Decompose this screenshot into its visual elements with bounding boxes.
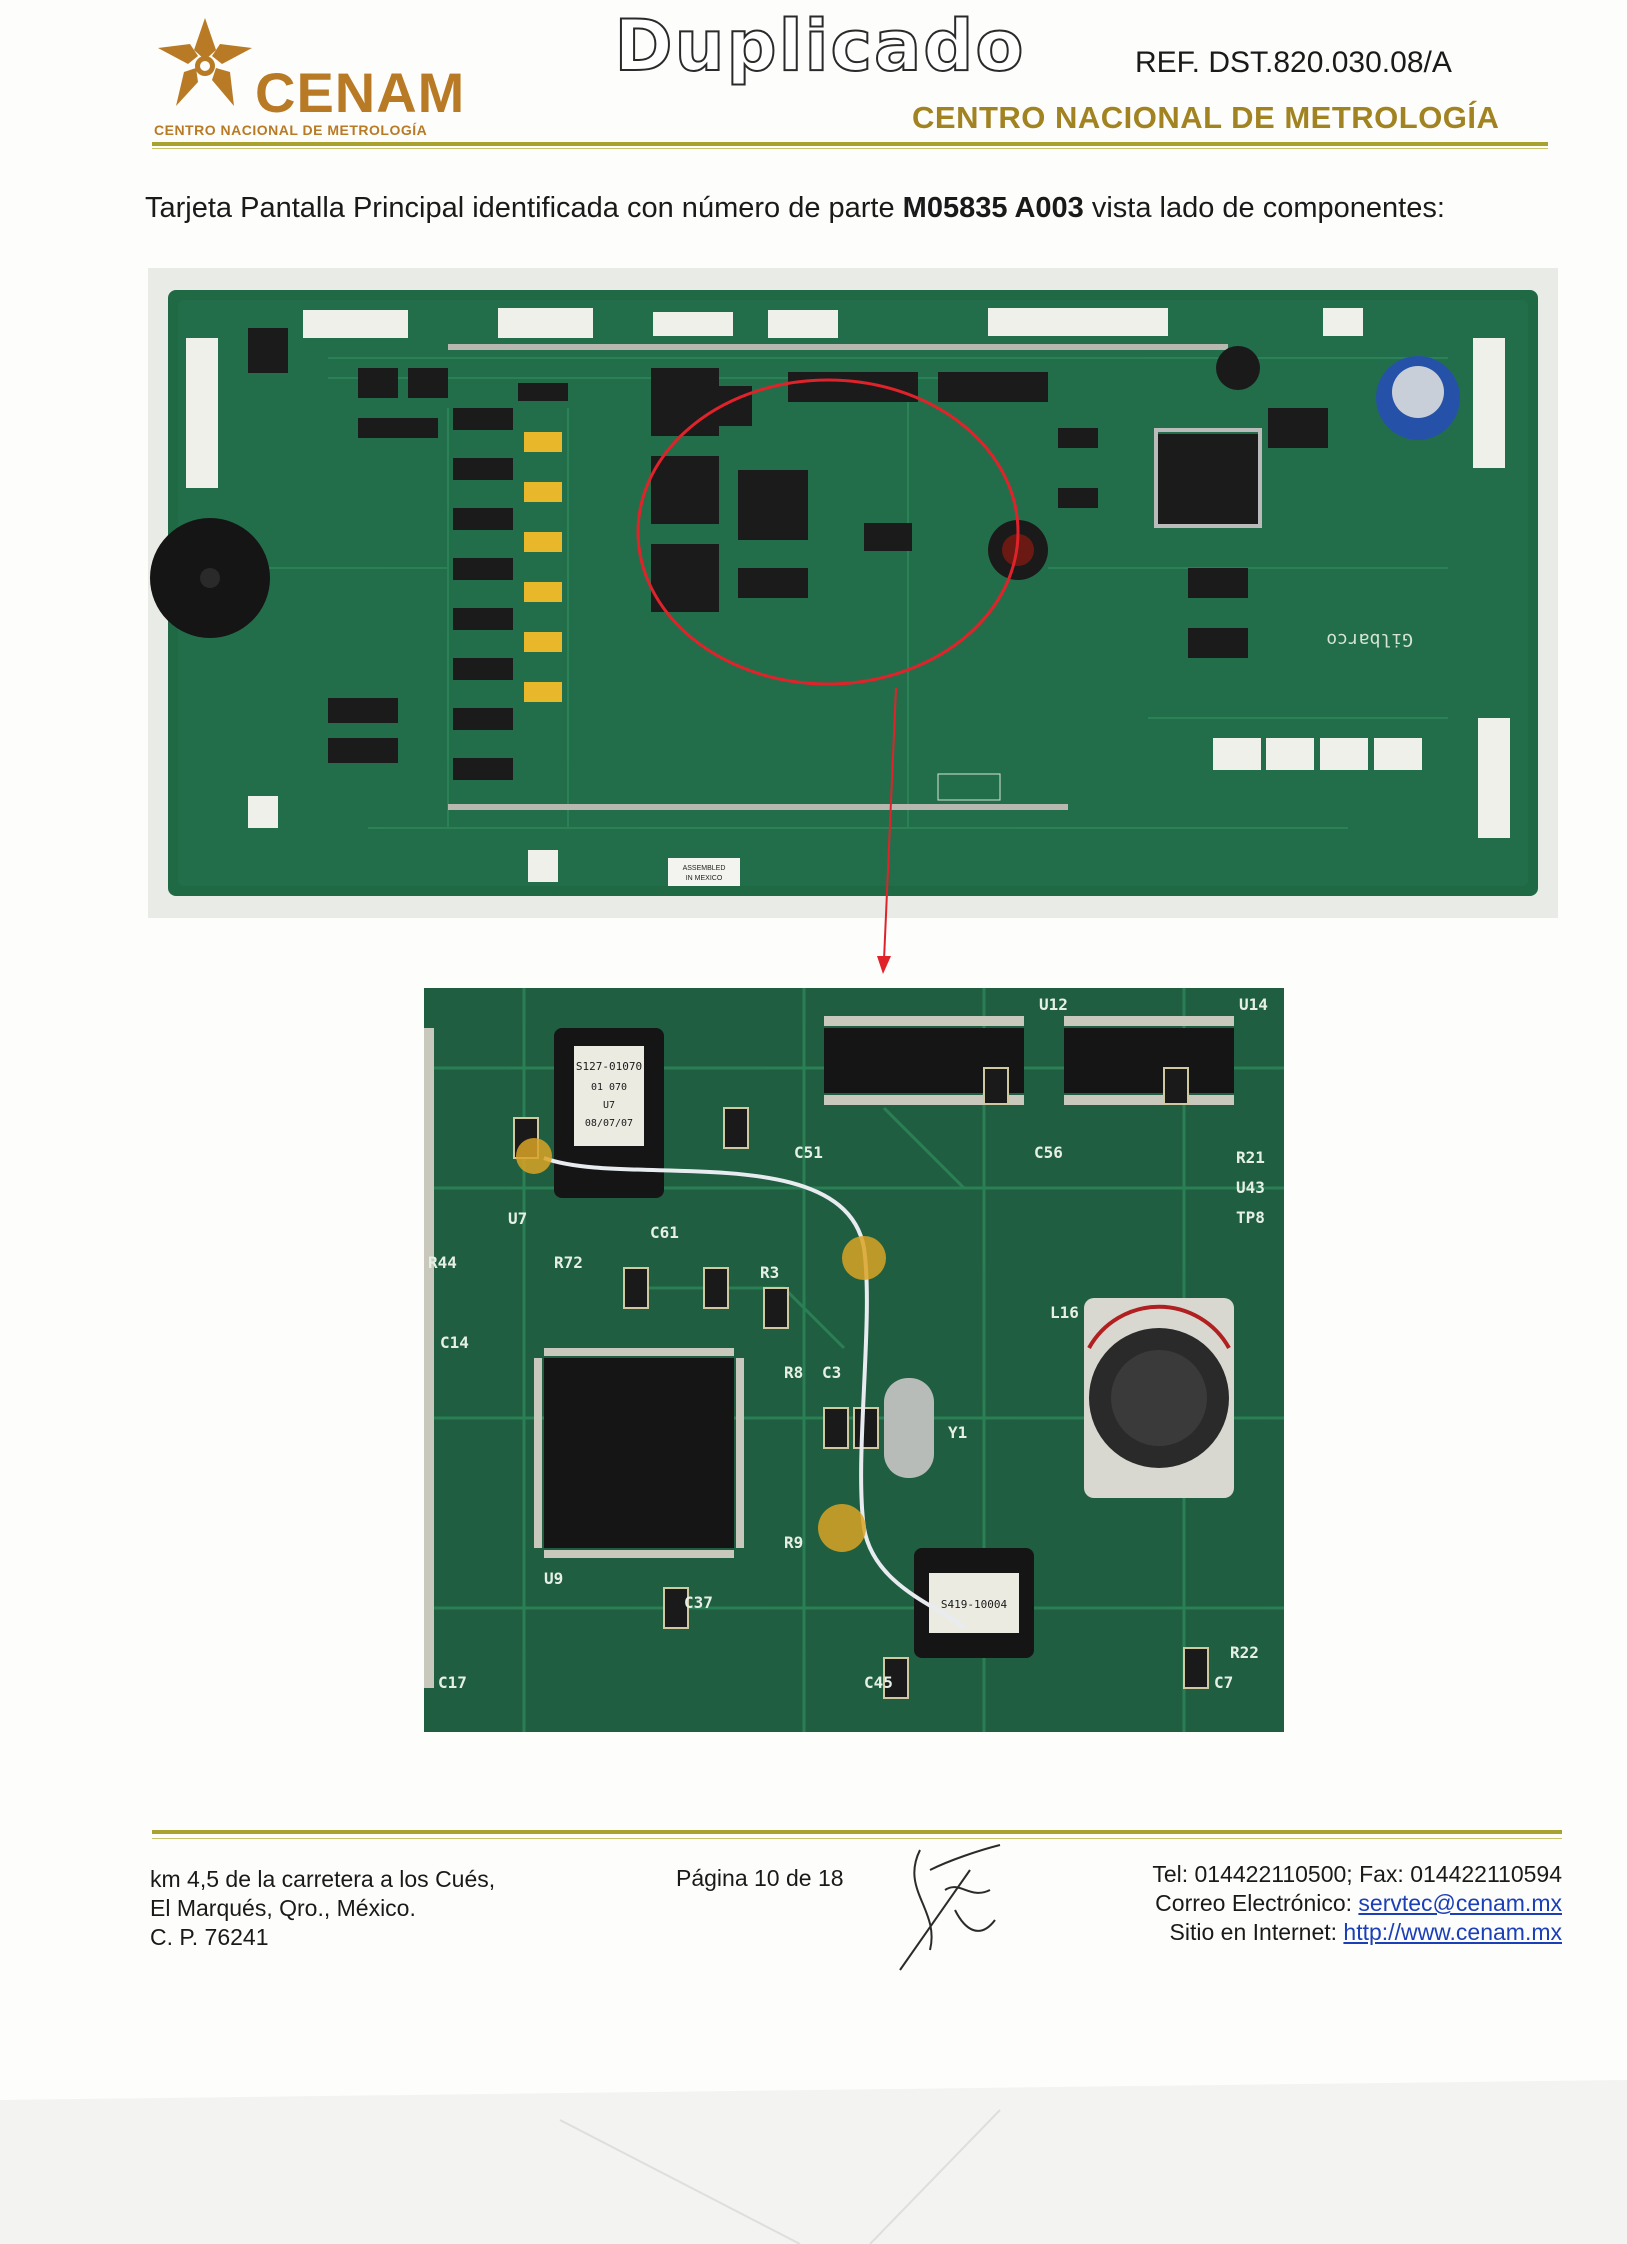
ref-label: C37 <box>684 1593 713 1612</box>
ref-label: R8 <box>784 1363 803 1382</box>
footer-rule <box>152 1830 1562 1834</box>
header-rule <box>152 142 1548 146</box>
svg-text:ASSEMBLED: ASSEMBLED <box>683 865 726 872</box>
contact-phone: Tel: 014422110500; Fax: 014422110594 <box>1152 1861 1562 1887</box>
ref-label: Y1 <box>948 1423 967 1442</box>
ref-label: R72 <box>554 1253 583 1272</box>
paper-fold <box>0 2080 1627 2244</box>
organization-name: CENTRO NACIONAL DE METROLOGÍA <box>912 100 1500 135</box>
ref-label: R9 <box>784 1533 803 1552</box>
footer-rule-thin <box>152 1838 1562 1839</box>
pcb-illustration: ASSEMBLED IN MEXICO Gilbarco <box>148 268 1558 918</box>
chip-label-bottom: S419-10004 <box>941 1598 1008 1611</box>
ref-label: R21 <box>1236 1148 1265 1167</box>
email-link[interactable]: servtec@cenam.mx <box>1358 1890 1562 1916</box>
footer-contact: Tel: 014422110500; Fax: 014422110594 Cor… <box>1040 1860 1562 1947</box>
chip-label-top-3: U7 <box>603 1100 615 1111</box>
chip-label-top-2: 01 070 <box>591 1082 627 1093</box>
address-line: C. P. 76241 <box>150 1924 269 1950</box>
svg-text:IN MEXICO: IN MEXICO <box>686 875 723 882</box>
figure-caption: Tarjeta Pantalla Principal identificada … <box>145 192 1445 225</box>
ref-label: TP8 <box>1236 1208 1265 1227</box>
chip-label-top-4: 08/07/07 <box>585 1118 633 1129</box>
cenam-flower-icon <box>158 18 252 106</box>
ref-label: U12 <box>1039 995 1068 1014</box>
web-link[interactable]: http://www.cenam.mx <box>1343 1919 1562 1945</box>
part-number: M05835 A003 <box>902 192 1084 224</box>
chip-label-top: S127-01070 <box>576 1060 642 1073</box>
email-label: Correo Electrónico: <box>1155 1890 1359 1916</box>
footer-address: km 4,5 de la carretera a los Cués, El Ma… <box>150 1865 495 1952</box>
ref-label: U14 <box>1239 995 1268 1014</box>
logo-wordmark: CENAM <box>255 61 466 124</box>
ref-label: U9 <box>544 1569 563 1588</box>
header-rule-thin <box>152 148 1548 149</box>
zoom-photo: S127-01070 01 070 U7 08/07/07 S419-10004 <box>424 988 1284 1732</box>
contact-web-row: Sitio en Internet: http://www.cenam.mx <box>1040 1918 1562 1947</box>
ref-label: C51 <box>794 1143 823 1162</box>
ref-label: C45 <box>864 1673 893 1692</box>
ref-label: C7 <box>1214 1673 1233 1692</box>
duplicado-stamp: Duplicado <box>614 5 1026 87</box>
contact-email-row: Correo Electrónico: servtec@cenam.mx <box>1040 1889 1562 1918</box>
address-line: km 4,5 de la carretera a los Cués, <box>150 1866 496 1892</box>
web-label: Sitio en Internet: <box>1169 1919 1344 1945</box>
caption-prefix: Tarjeta Pantalla Principal identificada … <box>145 192 903 224</box>
logo-subtitle: CENTRO NACIONAL DE METROLOGÍA <box>154 122 428 138</box>
ref-label: C61 <box>650 1223 679 1242</box>
svg-text:Gilbarco: Gilbarco <box>1326 629 1413 650</box>
board-photo: ASSEMBLED IN MEXICO Gilbarco <box>148 268 1558 918</box>
page-number: Página 10 de 18 <box>676 1865 844 1891</box>
pcb-zoom-illustration: S127-01070 01 070 U7 08/07/07 S419-10004 <box>424 988 1284 1732</box>
ref-label: U7 <box>508 1209 527 1228</box>
ref-label: L16 <box>1050 1303 1079 1322</box>
caption-suffix: vista lado de componentes: <box>1083 192 1445 224</box>
cenam-logo: CENAM CENTRO NACIONAL DE METROLOGÍA <box>150 10 490 140</box>
ref-label: C56 <box>1034 1143 1063 1162</box>
address-line: El Marqués, Qro., México. <box>150 1895 416 1921</box>
ref-label: C3 <box>822 1363 841 1382</box>
ref-label: R3 <box>760 1263 779 1282</box>
ref-label: R44 <box>428 1253 457 1272</box>
ref-label: U43 <box>1236 1178 1265 1197</box>
document-reference: REF. DST.820.030.08/A <box>1135 46 1452 79</box>
ref-label: R22 <box>1230 1643 1259 1662</box>
ref-label: C14 <box>440 1333 469 1352</box>
ref-label: C17 <box>438 1673 467 1692</box>
signature <box>899 1844 1001 1971</box>
